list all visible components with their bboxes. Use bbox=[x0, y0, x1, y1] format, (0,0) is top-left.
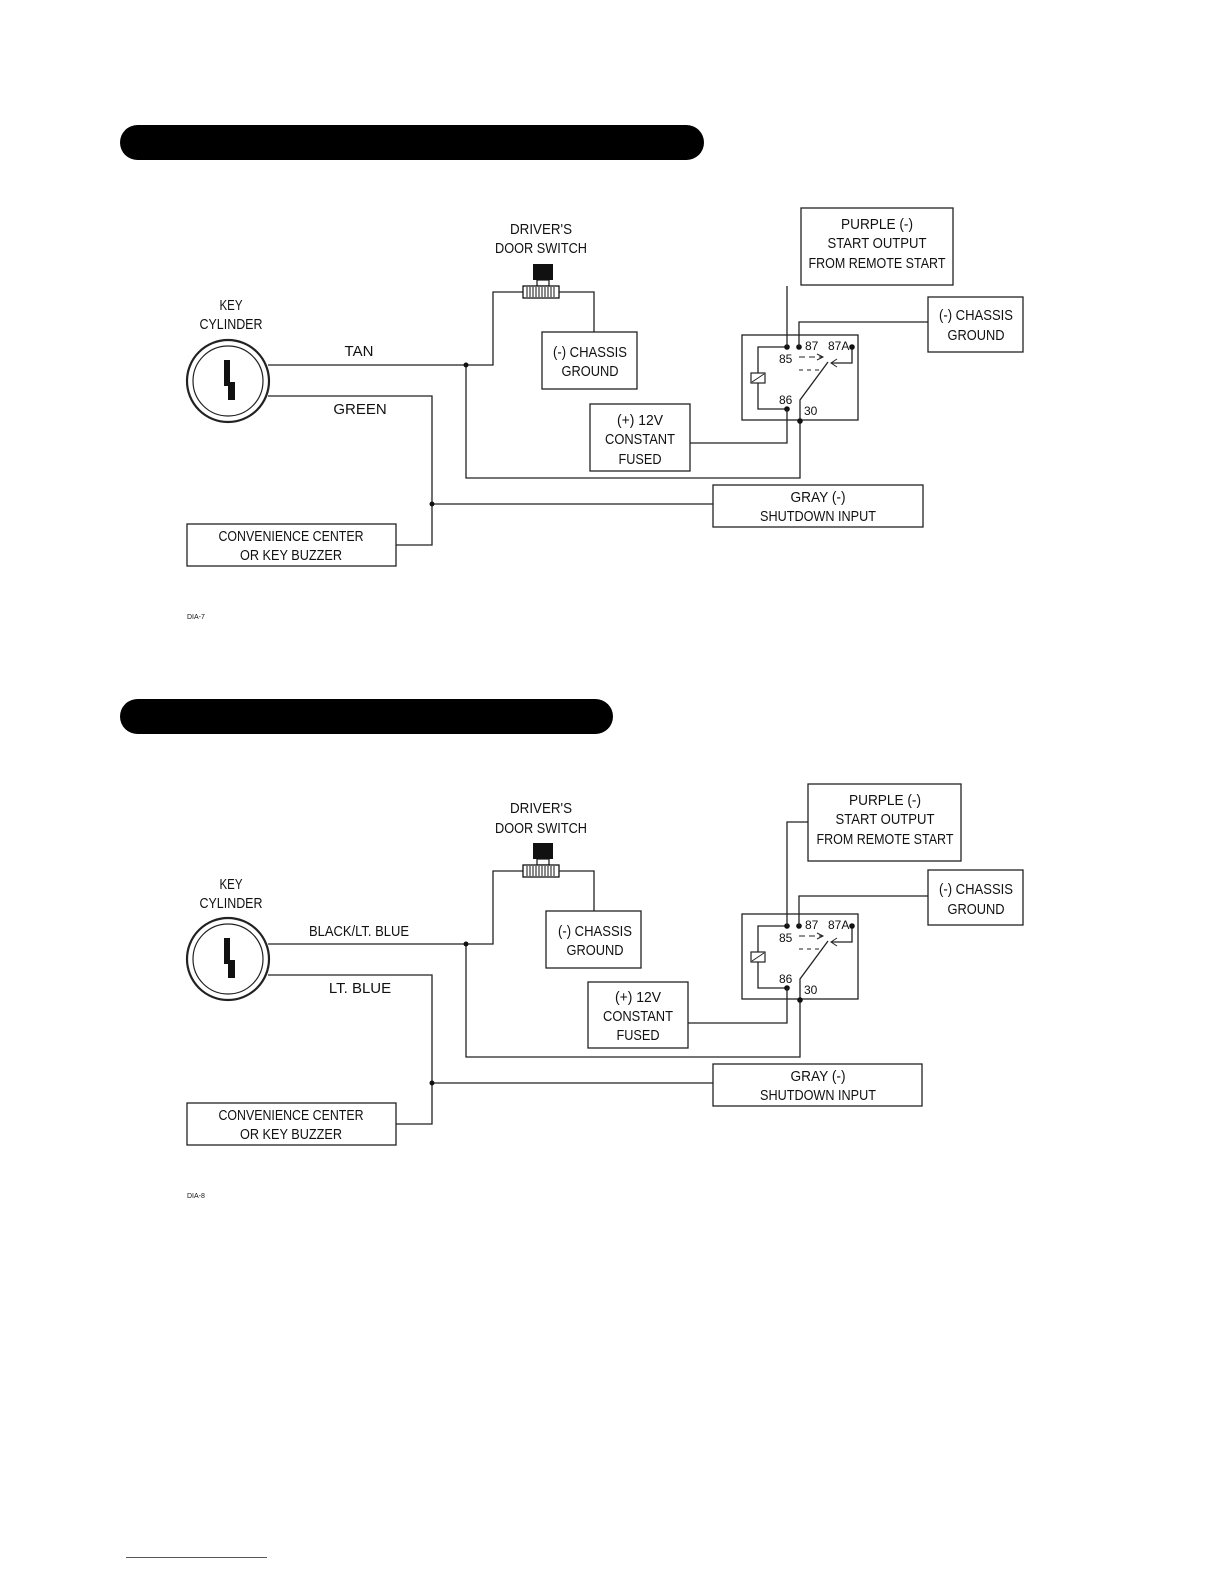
key-cylinder-label-line-2: CYLINDER bbox=[200, 316, 263, 333]
diagram-2: KEY CYLINDER BLACK/LT. BLUE LT. BLUE DRI… bbox=[120, 699, 1024, 1200]
purple-start-output-box bbox=[800, 207, 954, 286]
purple-label-line-3: FROM REMOTE START bbox=[817, 831, 954, 848]
chassis-ground-switch-label-line-2: GROUND bbox=[567, 942, 624, 959]
wire-86-constant bbox=[690, 409, 788, 444]
wire-top-label: BLACK/LT. BLUE bbox=[309, 923, 409, 940]
wire-top bbox=[268, 870, 523, 945]
diagram-code: DIA-7 bbox=[187, 614, 205, 621]
junction-dot bbox=[463, 362, 469, 368]
key-cylinder-icon bbox=[185, 916, 271, 1002]
purple-label-line-3: FROM REMOTE START bbox=[809, 255, 946, 272]
constant-label-line-2: CONSTANT bbox=[603, 1008, 673, 1025]
wire-87-ground bbox=[798, 321, 928, 347]
convenience-label-line-2: OR KEY BUZZER bbox=[240, 547, 342, 564]
chassis-ground-switch-label-line-1: (-) CHASSIS bbox=[558, 923, 632, 940]
chassis-ground-box-relay bbox=[927, 869, 1024, 926]
door-switch-label-line-1: DRIVER'S bbox=[510, 221, 572, 238]
relay bbox=[741, 334, 859, 424]
gray-shutdown-box bbox=[712, 1063, 923, 1107]
key-cylinder-label-line-1: KEY bbox=[220, 297, 243, 314]
gray-label-line-2: SHUTDOWN INPUT bbox=[760, 508, 876, 525]
relay-pin-86: 86 bbox=[779, 393, 793, 407]
gray-shutdown-box bbox=[712, 484, 924, 528]
section-header-bar-2 bbox=[120, 699, 613, 734]
convenience-center-box bbox=[186, 523, 397, 567]
junction-dot bbox=[429, 1080, 435, 1086]
wire-purple-85 bbox=[786, 821, 808, 926]
gray-label-line-1: GRAY (-) bbox=[791, 1068, 846, 1085]
constant-label-line-3: FUSED bbox=[617, 1027, 660, 1044]
relay-pin-87a: 87A bbox=[828, 339, 849, 353]
convenience-label-line-1: CONVENIENCE CENTER bbox=[219, 1107, 364, 1124]
key-cylinder-icon bbox=[185, 338, 271, 424]
section-header-bar-1 bbox=[120, 125, 704, 160]
purple-label-line-1: PURPLE (-) bbox=[841, 216, 913, 233]
chassis-ground-box-relay bbox=[927, 296, 1024, 353]
purple-start-output-box bbox=[807, 783, 962, 862]
constant-label-line-1: (+) 12V bbox=[615, 989, 661, 1006]
constant-label-line-1: (+) 12V bbox=[617, 412, 663, 429]
diagram-code: DIA-8 bbox=[187, 1193, 205, 1200]
chassis-ground-relay-label-line-1: (-) CHASSIS bbox=[939, 881, 1013, 898]
purple-label-line-1: PURPLE (-) bbox=[849, 792, 921, 809]
wire-87-ground bbox=[798, 895, 928, 926]
key-cylinder-label-line-2: CYLINDER bbox=[200, 895, 263, 912]
wire-top bbox=[268, 291, 523, 366]
purple-label-line-2: START OUTPUT bbox=[836, 811, 935, 828]
chassis-ground-relay-label-line-1: (-) CHASSIS bbox=[939, 307, 1013, 324]
purple-label-line-2: START OUTPUT bbox=[828, 235, 927, 252]
relay-pin-87a: 87A bbox=[828, 918, 849, 932]
chassis-ground-box-switch bbox=[541, 331, 638, 390]
constant-label-line-2: CONSTANT bbox=[605, 431, 675, 448]
chassis-ground-switch-label-line-2: GROUND bbox=[562, 363, 619, 380]
wire-switch-ground bbox=[559, 870, 595, 911]
convenience-label-line-2: OR KEY BUZZER bbox=[240, 1126, 342, 1143]
wire-to-relay-30 bbox=[465, 365, 801, 479]
relay-pin-30: 30 bbox=[804, 404, 818, 418]
chassis-ground-box-switch bbox=[545, 910, 642, 969]
wire-top-label: TAN bbox=[345, 343, 374, 360]
junction-dot bbox=[429, 501, 435, 507]
wire-to-relay-30 bbox=[465, 944, 801, 1058]
relay bbox=[741, 913, 859, 1003]
junction-dot bbox=[463, 941, 469, 947]
wire-bottom-label: GREEN bbox=[333, 401, 386, 418]
convenience-label-line-1: CONVENIENCE CENTER bbox=[219, 528, 364, 545]
wire-bottom-label: LT. BLUE bbox=[329, 980, 391, 997]
constant-12v-box bbox=[589, 403, 691, 472]
relay-pin-86: 86 bbox=[779, 972, 793, 986]
door-switch-label-line-2: DOOR SWITCH bbox=[495, 240, 587, 257]
wire-bottom bbox=[268, 395, 433, 546]
wire-86-constant bbox=[688, 988, 788, 1024]
constant-label-line-3: FUSED bbox=[619, 451, 662, 468]
diagram-1: KEY CYLINDER TAN GREEN DRIVER'S DOOR SWI… bbox=[120, 125, 1024, 621]
wire-bottom bbox=[268, 974, 433, 1125]
door-switch-label-line-2: DOOR SWITCH bbox=[495, 820, 587, 837]
constant-12v-box bbox=[587, 981, 689, 1049]
wire-switch-ground bbox=[559, 291, 595, 332]
door-switch-icon bbox=[522, 264, 560, 299]
relay-pin-30: 30 bbox=[804, 983, 818, 997]
door-switch-label-line-1: DRIVER'S bbox=[510, 800, 572, 817]
relay-pin-85: 85 bbox=[779, 931, 793, 945]
relay-pin-85: 85 bbox=[779, 352, 793, 366]
gray-label-line-2: SHUTDOWN INPUT bbox=[760, 1087, 876, 1104]
relay-pin-87: 87 bbox=[805, 918, 819, 932]
convenience-center-box bbox=[186, 1102, 397, 1146]
footer-link-underline[interactable] bbox=[126, 1557, 267, 1558]
door-switch-icon bbox=[522, 843, 560, 878]
chassis-ground-relay-label-line-2: GROUND bbox=[948, 327, 1005, 344]
chassis-ground-relay-label-line-2: GROUND bbox=[948, 901, 1005, 918]
key-cylinder-label-line-1: KEY bbox=[220, 876, 243, 893]
relay-pin-87: 87 bbox=[805, 339, 819, 353]
gray-label-line-1: GRAY (-) bbox=[791, 489, 846, 506]
chassis-ground-switch-label-line-1: (-) CHASSIS bbox=[553, 344, 627, 361]
